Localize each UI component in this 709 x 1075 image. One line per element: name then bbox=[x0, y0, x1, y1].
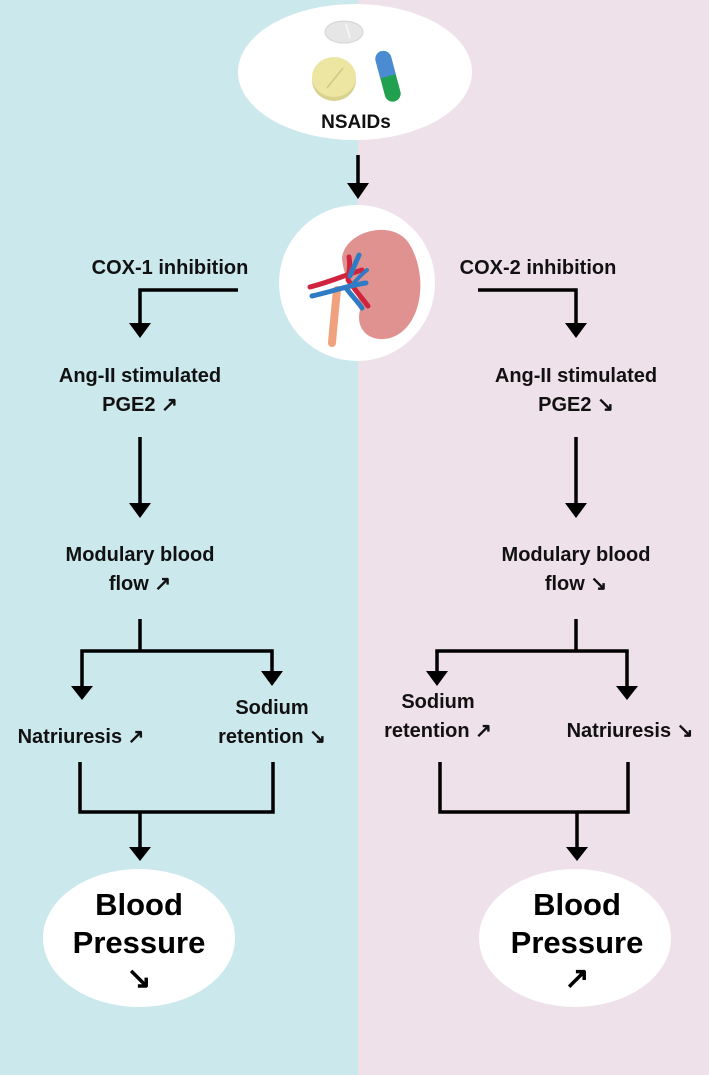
right-blood-flow-label: Modulary blood flow ↘ bbox=[466, 541, 686, 599]
arrow-right-pge2-to-flow bbox=[565, 437, 587, 518]
arrow-cox1-to-pge2 bbox=[129, 288, 238, 338]
right-flow-line2: flow ↘ bbox=[544, 573, 608, 595]
left-bp-line2: Pressure bbox=[72, 925, 206, 960]
right-flow-line1: Modulary blood bbox=[501, 544, 651, 566]
left-sodium-line2: retention ↘ bbox=[218, 726, 326, 748]
right-bp-bubble bbox=[479, 869, 671, 1007]
left-pge2-label: Ang-II stimulated PGE2 ↗ bbox=[20, 362, 260, 420]
arrow-nsaids-to-kidney bbox=[347, 155, 369, 199]
right-blood-pressure-label: Blood Pressure ↗ bbox=[487, 886, 667, 996]
left-blood-pressure-label: Blood Pressure ↘ bbox=[49, 886, 229, 996]
left-bp-decrease-icon: ↘ bbox=[126, 962, 152, 995]
cox1-inhibition-label: COX-1 inhibition bbox=[91, 257, 249, 279]
left-bp-bubble bbox=[43, 869, 235, 1007]
left-flow-line1: Modulary blood bbox=[65, 544, 215, 566]
right-sodium-line1: Sodium bbox=[401, 691, 475, 713]
arrow-cox2-to-pge2 bbox=[478, 288, 587, 338]
left-sodium-line1: Sodium bbox=[235, 697, 309, 719]
arrow-right-flow-branch bbox=[426, 619, 638, 700]
left-pge2-line1: Ang-II stimulated bbox=[58, 365, 222, 387]
arrow-left-flow-branch bbox=[71, 619, 283, 700]
right-sodium-line2: retention ↗ bbox=[384, 720, 492, 742]
arrow-left-merge-to-bp bbox=[78, 762, 275, 861]
arrow-left-pge2-to-flow bbox=[129, 437, 151, 518]
white-tablet-icon bbox=[324, 20, 364, 44]
right-natriuresis-label: Natriuresis ↘ bbox=[566, 720, 694, 742]
right-bp-line1: Blood bbox=[533, 887, 621, 922]
left-blood-flow-label: Modulary blood flow ↗ bbox=[30, 541, 250, 599]
capsule-icon bbox=[375, 50, 401, 102]
right-bp-line2: Pressure bbox=[510, 925, 644, 960]
left-sodium-retention-label: Sodium retention ↘ bbox=[196, 694, 348, 752]
nsaids-label: NSAIDs bbox=[321, 112, 391, 133]
left-bp-line1: Blood bbox=[95, 887, 183, 922]
kidney-icon bbox=[307, 229, 421, 347]
cox2-inhibition-label: COX-2 inhibition bbox=[459, 257, 617, 279]
arrow-right-merge-to-bp bbox=[438, 762, 630, 861]
left-natriuresis-label: Natriuresis ↗ bbox=[17, 726, 145, 748]
left-flow-line2: flow ↗ bbox=[108, 573, 172, 595]
right-bp-increase-icon: ↗ bbox=[564, 962, 590, 995]
right-pge2-label: Ang-II stimulated PGE2 ↘ bbox=[456, 362, 696, 420]
yellow-tablet-icon bbox=[312, 57, 356, 101]
right-sodium-retention-label: Sodium retention ↗ bbox=[362, 688, 514, 746]
right-pge2-line1: Ang-II stimulated bbox=[494, 365, 658, 387]
left-pge2-line2: PGE2 ↗ bbox=[102, 394, 178, 416]
right-pge2-line2: PGE2 ↘ bbox=[538, 394, 614, 416]
